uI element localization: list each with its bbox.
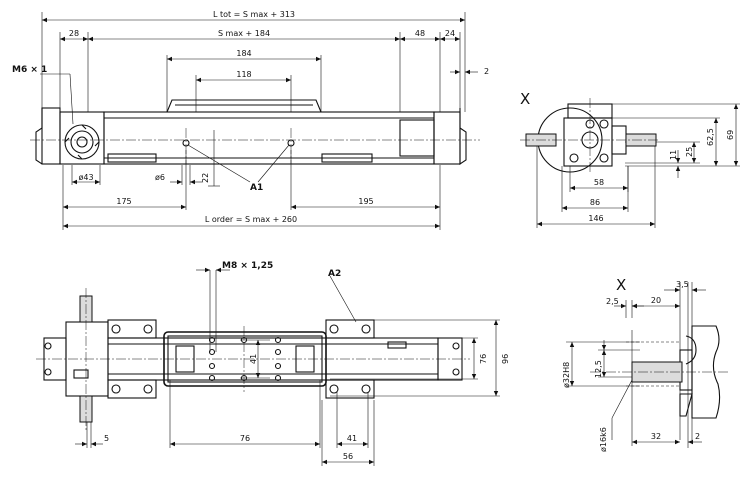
right-end-block xyxy=(433,111,461,165)
dim-25: 25 xyxy=(685,147,694,157)
slot-left xyxy=(107,153,157,163)
detail-dimension-lines xyxy=(569,287,706,445)
dim-l-tot: L tot = S max + 313 xyxy=(213,10,295,19)
left-end-block xyxy=(41,107,61,165)
dim-28: 28 xyxy=(69,29,79,38)
label-a1: A1 xyxy=(250,183,263,193)
front-view-dimension-lines xyxy=(40,17,478,229)
main-profile xyxy=(103,111,435,165)
thread-m6: M6 × 1 xyxy=(12,65,47,75)
dim-l-order: L order = S max + 260 xyxy=(205,215,297,224)
label-a2: A2 xyxy=(328,269,341,279)
dim-58: 58 xyxy=(594,178,604,187)
dim-d6: ø6 xyxy=(155,173,165,182)
dim-56: 56 xyxy=(343,452,353,461)
dim-76-vertical: 76 xyxy=(479,354,488,364)
body-section xyxy=(563,117,613,167)
dim-2-5: 2,5 xyxy=(606,297,619,306)
detail-x-view: X xyxy=(562,276,730,452)
dim-62-5: 62,5 xyxy=(706,128,715,146)
side-view-dimension-lines xyxy=(537,104,739,227)
foot-upper-right xyxy=(325,319,375,339)
dim-2-top: 2 xyxy=(484,67,489,76)
thread-m8: M8 × 1,25 xyxy=(222,261,273,271)
dim-76-horizontal: 76 xyxy=(240,434,250,443)
dim-2-bottom: 2 xyxy=(695,432,700,441)
dim-32: 32 xyxy=(651,432,661,441)
dim-5: 5 xyxy=(104,434,109,443)
dim-22: 22 xyxy=(201,173,210,183)
dim-41-horizontal: 41 xyxy=(347,434,357,443)
dim-20: 20 xyxy=(651,296,661,305)
dim-24: 24 xyxy=(445,29,455,38)
front-view: L tot = S max + 313 S max + 184 28 48 24… xyxy=(12,10,489,230)
dim-3-5: 3,5 xyxy=(676,280,689,289)
dim-146: 146 xyxy=(588,214,603,223)
dim-12-5: 12,5 xyxy=(594,360,603,378)
top-view-dimension-lines xyxy=(75,267,499,465)
right-tensioner xyxy=(399,119,435,157)
foot-lower-left xyxy=(107,379,157,399)
dim-69: 69 xyxy=(726,130,735,140)
side-view: X xyxy=(520,90,740,228)
section-x-label: X xyxy=(520,90,530,108)
dim-118: 118 xyxy=(236,70,251,79)
detail-x-label: X xyxy=(616,276,626,294)
drive-pulley xyxy=(64,124,100,160)
drive-housing xyxy=(59,111,105,165)
foot-upper-left xyxy=(107,319,157,339)
dim-s-max: S max + 184 xyxy=(218,29,270,38)
side-view-extension-lines xyxy=(536,103,740,228)
dim-195: 195 xyxy=(358,197,373,206)
dim-48: 48 xyxy=(415,29,425,38)
dim-184: 184 xyxy=(236,49,251,58)
slot-right xyxy=(321,153,373,163)
foot-lower-right xyxy=(325,379,375,399)
dim-11: 11 xyxy=(669,150,678,160)
dim-175: 175 xyxy=(116,197,131,206)
left-end-cap xyxy=(35,108,100,165)
dim-d32h8: ø32H8 xyxy=(562,362,571,388)
detail-housing xyxy=(691,325,721,419)
dim-d16k6: ø16k6 xyxy=(599,427,608,452)
top-carriage xyxy=(163,331,327,387)
top-view: M8 × 1,25 A2 41 76 96 5 76 41 56 xyxy=(36,261,510,466)
dim-41-vertical: 41 xyxy=(249,354,258,364)
dim-86: 86 xyxy=(590,198,600,207)
dim-d43: ø43 xyxy=(78,173,93,182)
carriage-top xyxy=(166,99,322,113)
dim-96: 96 xyxy=(501,354,510,364)
front-view-extension-lines xyxy=(41,12,466,230)
